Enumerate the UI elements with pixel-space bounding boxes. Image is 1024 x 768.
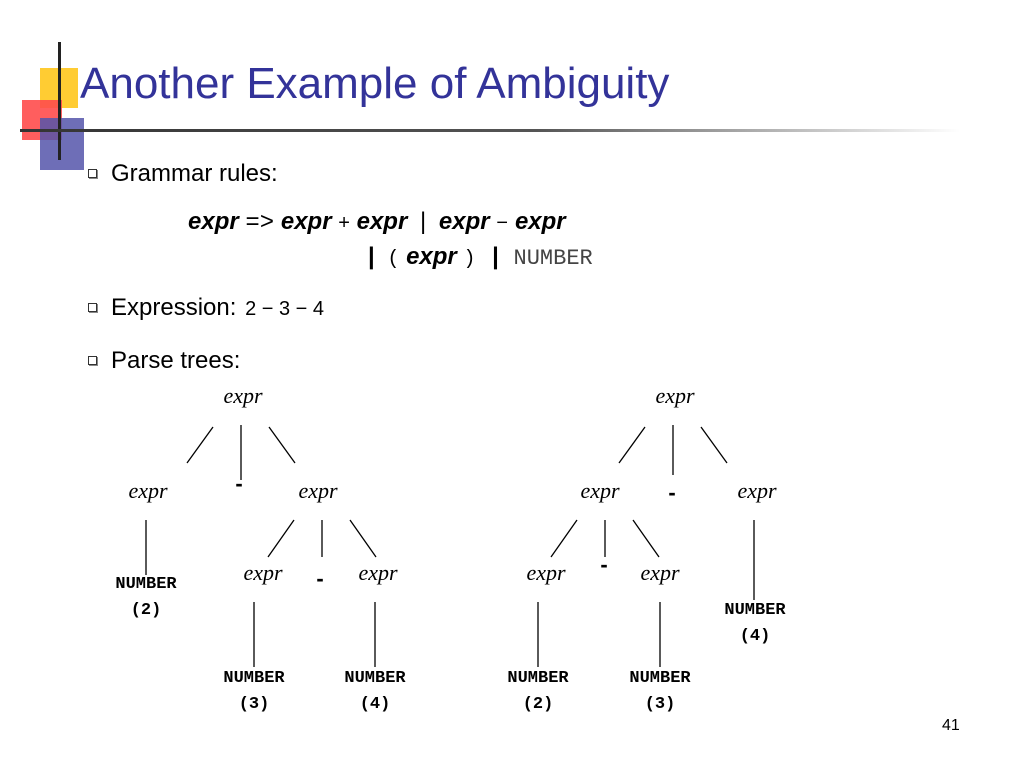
expression-value: 2 − 3 − 4	[245, 298, 325, 320]
grammar-rule-line-2: | ( expr ) | NUMBER	[368, 245, 593, 270]
expr-node: expr	[243, 560, 283, 585]
number-node: (3)	[645, 695, 676, 714]
number-node: (2)	[523, 695, 554, 714]
grammar-lparen: (	[387, 248, 400, 271]
expr-node: expr	[640, 560, 680, 585]
grammar-bar-3: |	[492, 243, 499, 270]
tree-edge	[268, 426, 296, 464]
grammar-lhs: expr	[188, 208, 239, 235]
expr-node: expr	[223, 383, 263, 408]
minus-node: -	[668, 480, 675, 505]
bullet-label: Grammar rules:	[111, 160, 278, 187]
grammar-plus: +	[338, 212, 350, 234]
bullet-square-icon	[88, 356, 97, 365]
number-node: NUMBER	[223, 669, 285, 688]
grammar-bar-1: |	[419, 208, 427, 235]
bullet-square-icon	[88, 303, 97, 312]
expr-node: expr	[128, 478, 168, 503]
grammar-minus: −	[496, 213, 509, 236]
title-underline	[20, 129, 960, 132]
expr-node: expr	[655, 383, 695, 408]
grammar-rhs-4: expr	[514, 208, 566, 235]
grammar-arrow: =>	[245, 210, 275, 237]
number-node: NUMBER	[629, 669, 691, 688]
expr-node: expr	[580, 478, 620, 503]
slide-title: Another Example of Ambiguity	[80, 59, 670, 108]
grammar-rhs-1: expr	[280, 208, 332, 235]
bullet-label: Parse trees:	[111, 347, 241, 374]
bullet-parse-trees: Parse trees:	[88, 349, 240, 373]
bullet-expression: Expression: 2 − 3 − 4	[88, 296, 324, 320]
tree-edge	[267, 519, 295, 558]
tree-edge	[550, 519, 578, 558]
expr-node: expr	[526, 560, 566, 585]
grammar-rhs-3: expr	[438, 208, 490, 235]
page-number: 41	[942, 717, 960, 734]
bullet-square-icon	[88, 169, 97, 178]
number-node: (4)	[740, 627, 771, 646]
number-node: NUMBER	[724, 601, 786, 620]
expr-node: expr	[737, 478, 777, 503]
tree-edge	[186, 426, 214, 464]
grammar-rparen: )	[463, 248, 476, 271]
grammar-bar-2: |	[368, 243, 375, 270]
minus-node: -	[235, 471, 242, 496]
tree-edge	[700, 426, 728, 464]
number-node: (3)	[239, 695, 270, 714]
minus-node: -	[600, 552, 607, 577]
number-node: (4)	[360, 695, 391, 714]
logo-vertical-line	[58, 42, 61, 160]
expr-node: expr	[358, 560, 398, 585]
minus-node: -	[316, 566, 323, 591]
number-node: NUMBER	[344, 669, 406, 688]
grammar-rhs-5: expr	[406, 243, 457, 270]
tree-edge	[349, 519, 377, 558]
grammar-rhs-2: expr	[356, 208, 408, 235]
number-node: (2)	[131, 601, 162, 620]
grammar-rule-line-1: expr => expr + expr | expr − expr	[188, 210, 566, 236]
bullet-grammar-rules: Grammar rules:	[88, 162, 278, 186]
number-node: NUMBER	[507, 669, 569, 688]
grammar-number: NUMBER	[513, 246, 593, 271]
tree-edge	[618, 426, 646, 464]
tree-edge	[632, 519, 660, 558]
logo-blue-square	[40, 118, 84, 170]
expr-node: expr	[298, 478, 338, 503]
bullet-label: Expression:	[111, 294, 237, 321]
number-node: NUMBER	[115, 575, 177, 594]
